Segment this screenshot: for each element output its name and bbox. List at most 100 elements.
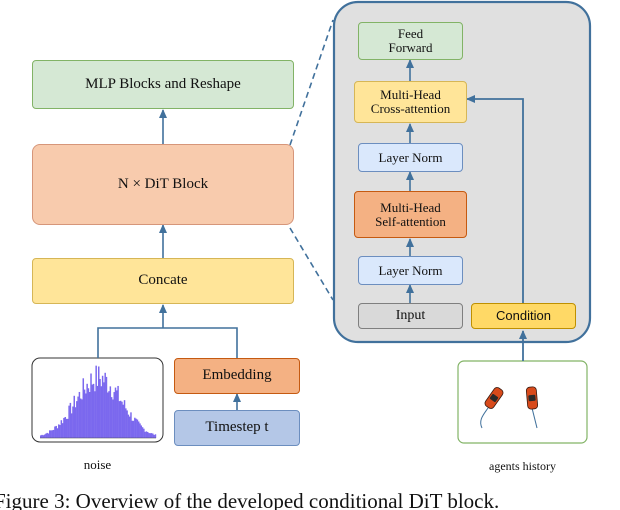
concate-box: Concate <box>32 258 294 304</box>
layer-norm-top-box: Layer Norm <box>358 143 463 172</box>
histogram-bar <box>59 425 61 438</box>
histogram-bar <box>70 413 73 438</box>
agents-history-frame <box>457 360 588 444</box>
histogram-bar <box>110 397 113 438</box>
histogram-bar <box>61 423 64 438</box>
histogram-bar <box>82 378 85 438</box>
histogram-bar <box>63 417 65 438</box>
histogram-bar <box>139 423 141 438</box>
histogram-bar <box>69 402 72 438</box>
histogram-bar <box>41 434 43 438</box>
histogram-bar <box>45 433 47 438</box>
histogram-bar <box>125 408 127 438</box>
layer-norm-bottom-box: Layer Norm <box>358 256 463 285</box>
dit-block-box: N × DiT Block <box>32 144 294 225</box>
histogram-bar <box>135 418 137 438</box>
histogram-bar <box>154 434 157 438</box>
mlp-blocks-box: MLP Blocks and Reshape <box>32 60 294 109</box>
histogram-bar <box>145 431 148 438</box>
histogram-bar <box>123 400 126 438</box>
histogram-bar <box>121 401 123 438</box>
noise-label: noise <box>83 457 112 472</box>
histogram-bar <box>72 406 74 438</box>
figure-caption: Figure 3: Overview of the developed cond… <box>0 493 500 510</box>
histogram-bar <box>60 420 63 438</box>
histogram-bar <box>144 431 146 438</box>
histogram-bar <box>114 387 117 438</box>
arrow-condition-to-crossattn <box>466 95 524 303</box>
cross-attention-box: Multi-Head Cross-attention <box>354 81 467 123</box>
histogram-bar <box>113 392 115 438</box>
histogram-bar <box>128 416 131 438</box>
histogram-bar <box>49 430 51 438</box>
histogram-bar <box>146 432 149 438</box>
agents-history-label: agents history <box>489 459 556 473</box>
histogram-bar <box>98 366 100 438</box>
histogram-bar <box>67 418 69 438</box>
histogram-bar <box>109 386 112 438</box>
histogram-bar <box>141 427 144 438</box>
histogram-bar <box>149 433 152 438</box>
self-attention-box: Multi-Head Self-attention <box>354 191 467 238</box>
histogram-bar <box>143 428 145 438</box>
agent-car-icon <box>525 386 539 429</box>
histogram-bar <box>95 365 97 438</box>
histogram-bar <box>132 420 135 438</box>
histogram-bar <box>50 430 52 438</box>
histogram-bar <box>88 392 91 438</box>
histogram-bar <box>51 430 54 438</box>
condition-box: Condition <box>471 303 576 329</box>
histogram-bar <box>100 386 103 438</box>
histogram-bar <box>104 372 106 438</box>
histogram-bar <box>134 417 136 438</box>
histogram-bar <box>126 410 128 438</box>
histogram-bar <box>77 396 79 438</box>
histogram-bar <box>152 433 154 438</box>
histogram-bar <box>153 434 155 438</box>
histogram-bar <box>131 420 133 438</box>
histogram-bar <box>122 404 124 438</box>
arrow-merge-to-concate <box>97 305 238 358</box>
histogram-bar <box>78 391 81 438</box>
histogram-bar <box>73 395 75 438</box>
histogram-bar <box>127 414 130 438</box>
histogram-bar <box>40 435 42 438</box>
histogram-bar <box>130 412 132 438</box>
histogram-bar <box>90 373 92 438</box>
histogram-bar <box>52 429 55 438</box>
histogram-bar <box>99 378 101 438</box>
histogram-bar <box>148 433 150 438</box>
histogram-bar <box>64 417 66 438</box>
histogram-bar <box>117 385 119 438</box>
histogram-bar <box>112 399 114 438</box>
histogram-bar <box>96 385 99 438</box>
input-box: Input <box>358 303 463 329</box>
histogram-bar <box>56 428 59 438</box>
histogram-bar <box>91 384 94 438</box>
noise-histogram <box>40 365 157 439</box>
histogram-bar <box>42 435 45 438</box>
histogram-bar <box>136 419 139 438</box>
embedding-box: Embedding <box>174 358 300 394</box>
histogram-bar <box>137 421 140 438</box>
agent-car-icon <box>480 387 504 429</box>
histogram-bar <box>46 432 48 438</box>
zoom-line-bottom <box>289 227 334 301</box>
histogram-bar <box>116 390 118 438</box>
histogram-bar <box>105 376 108 438</box>
histogram-bar <box>85 393 87 438</box>
histogram-bar <box>103 382 105 438</box>
histogram-bar <box>65 418 68 438</box>
histogram-bar <box>86 383 88 438</box>
histogram-bar <box>118 401 121 438</box>
histogram-bar <box>81 399 83 438</box>
histogram-bar <box>43 434 46 438</box>
histogram-bar <box>107 392 109 438</box>
histogram-bar <box>83 389 86 438</box>
feed-forward-box: Feed Forward <box>358 22 463 60</box>
histogram-bar <box>58 424 60 438</box>
histogram-bar <box>94 391 96 438</box>
histogram-bar <box>74 407 77 438</box>
histogram-bar <box>76 401 78 438</box>
histogram-bar <box>101 375 104 438</box>
